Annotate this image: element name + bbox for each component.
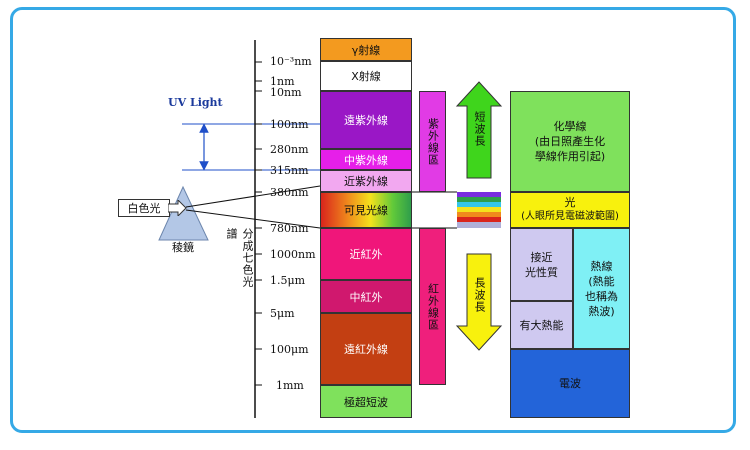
heat-ray-box: 熱線 (熱能 也稱為 熱波) xyxy=(573,228,630,349)
tick-label: 1000nm xyxy=(270,248,316,261)
spectrum-stripes xyxy=(457,192,501,228)
light-box: 光 (人眼所見電磁波範圍) xyxy=(510,192,630,228)
short-wave-label: 短波長 xyxy=(473,111,486,147)
heat-ray-desc: 熱波) xyxy=(588,304,615,318)
uv-region-column: 紫外線區 xyxy=(419,91,446,192)
chemical-ray-desc: (由日照產生化 xyxy=(534,135,606,148)
chemical-ray-desc: 學線作用引起) xyxy=(534,150,606,163)
light-nature-box: 接近 光性質 xyxy=(510,228,573,301)
radio-wave-box: 電波 xyxy=(510,349,630,418)
tick-label: 380nm xyxy=(270,186,309,199)
tick-label: 1.5μm xyxy=(270,274,306,287)
heat-ray-desc: (熱能 xyxy=(588,274,615,288)
heat-ray-desc: 也稱為 xyxy=(585,289,618,303)
white-light-label: 白色光 xyxy=(118,199,170,217)
band-xray: X射線 xyxy=(320,61,412,91)
seven-colors-label: 分成七色光譜 xyxy=(225,228,254,288)
tick-label: 1mm xyxy=(276,379,304,392)
tick-label: 5μm xyxy=(270,307,295,320)
light-nature-line: 光性質 xyxy=(525,265,558,279)
band-far-uv: 遠紫外線 xyxy=(320,91,412,149)
chemical-ray-box: 化學線 (由日照產生化 學線作用引起) xyxy=(510,91,630,192)
band-mid-uv: 中紫外線 xyxy=(320,149,412,170)
uv-light-label: UV Light xyxy=(168,96,223,109)
tick-label: 280nm xyxy=(270,143,309,156)
tick-label: 10nm xyxy=(270,86,302,99)
light-title: 光 xyxy=(564,196,576,209)
band-near-uv: 近紫外線 xyxy=(320,170,412,192)
long-wave-arrow-icon xyxy=(455,253,503,351)
band-mid-ir: 中紅外 xyxy=(320,280,412,313)
prism-shape xyxy=(158,185,209,241)
white-light-arrow-icon xyxy=(168,200,187,216)
short-wave-arrow-icon xyxy=(455,81,503,179)
tick-label: 100nm xyxy=(270,118,309,131)
long-wave-label: 長波長 xyxy=(473,277,486,313)
band-far-ir: 遠紅外線 xyxy=(320,313,412,385)
chemical-ray-title: 化學線 xyxy=(553,120,587,133)
band-visible: 可見光線 xyxy=(320,192,412,228)
band-gamma: γ射線 xyxy=(320,38,412,61)
band-ultra-short: 極超短波 xyxy=(320,385,412,418)
ir-region-column: 紅外線區 xyxy=(419,228,446,385)
tick-label: 10⁻³nm xyxy=(270,55,312,68)
tick-label: 315nm xyxy=(270,164,309,177)
heat-ray-title: 熱線 xyxy=(590,259,613,273)
band-near-ir: 近紅外 xyxy=(320,228,412,280)
prism-label: 稜鏡 xyxy=(172,241,194,254)
tick-label: 100μm xyxy=(270,343,309,356)
light-nature-line: 接近 xyxy=(530,250,553,264)
big-heat-box: 有大熱能 xyxy=(510,301,573,349)
tick-label: 1nm xyxy=(270,75,295,88)
tick-label: 780nm xyxy=(270,222,309,235)
light-desc: (人眼所見電磁波範圍) xyxy=(521,211,619,222)
